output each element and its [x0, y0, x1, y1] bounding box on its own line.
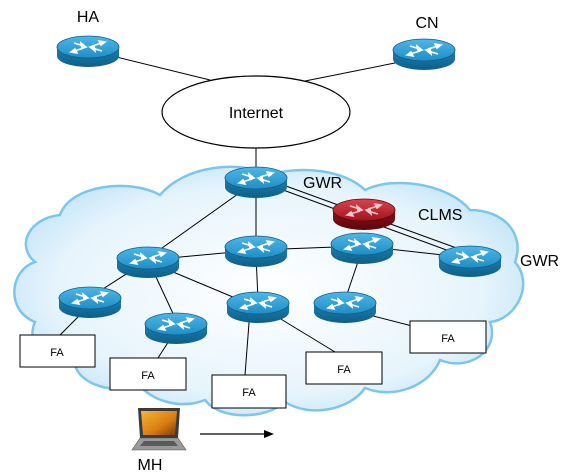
router-red-icon — [332, 198, 396, 231]
fa-label: FA — [242, 387, 256, 399]
laptop-icon — [131, 408, 187, 451]
fa-label: FA — [441, 333, 455, 345]
fa-box: FA — [305, 351, 383, 385]
router-icon — [58, 286, 122, 319]
router-icon — [392, 38, 456, 71]
router-icon — [56, 35, 120, 68]
arrow-right-icon — [200, 430, 274, 438]
router-icon — [226, 291, 290, 324]
fa-box: FA — [19, 334, 96, 368]
router-icon — [144, 312, 208, 345]
router-icon — [116, 246, 180, 279]
fa-label: FA — [141, 370, 155, 382]
router-icon — [224, 166, 288, 199]
router-icon — [438, 245, 502, 278]
label-clms: CLMS — [418, 207, 462, 224]
fa-box: FA — [211, 374, 287, 409]
label-cn: CN — [415, 15, 438, 32]
label-gwr-top: GWR — [303, 175, 342, 192]
internet-cloud-ellipse — [161, 75, 351, 149]
fa-box: FA — [109, 357, 187, 391]
fa-label: FA — [50, 347, 64, 359]
fa-box: FA — [409, 320, 487, 354]
router-icon — [330, 232, 394, 265]
label-ha: HA — [77, 9, 100, 26]
label-mh: MH — [138, 457, 163, 474]
label-gwr-right: GWR — [520, 253, 559, 270]
router-icon — [313, 291, 377, 324]
label-internet: Internet — [229, 105, 284, 122]
fa-label: FA — [337, 364, 351, 376]
router-icon — [224, 235, 288, 268]
